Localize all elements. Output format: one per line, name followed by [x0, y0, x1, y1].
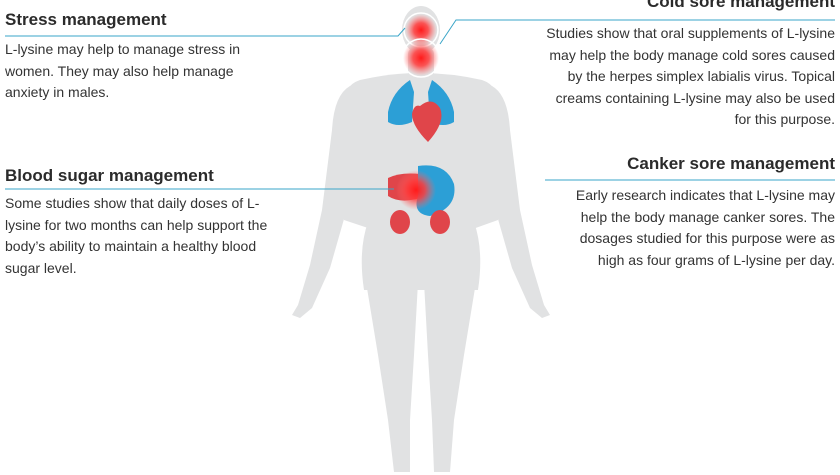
- right-kidney: [430, 210, 450, 234]
- highlight-markers: [396, 12, 441, 210]
- connector-lines: [5, 19, 835, 190]
- blood-sugar-body: Some studies show that daily doses of L-…: [5, 195, 268, 276]
- mouth-ring: [401, 38, 441, 78]
- abdomen-highlight: [396, 170, 436, 210]
- cold-sore-title: Cold sore management: [647, 0, 835, 11]
- head-highlight: [405, 14, 437, 46]
- mouth-highlight: [403, 40, 439, 76]
- cold-sore-body: Studies show that oral supplements of L-…: [546, 25, 835, 127]
- blood-sugar-title: Blood sugar management: [5, 166, 214, 185]
- heart: [412, 101, 442, 142]
- body-silhouette: [292, 6, 550, 472]
- stress-connector: [5, 27, 406, 37]
- left-lung: [388, 80, 414, 125]
- canker-sore-section: Canker sore management Early research in…: [535, 153, 835, 271]
- canker-sore-title: Canker sore management: [627, 154, 835, 173]
- stress-title: Stress management: [5, 10, 167, 29]
- blood-sugar-section: Blood sugar management Some studies show…: [5, 165, 295, 279]
- stress-section: Stress management L-lysine may help to m…: [5, 9, 290, 104]
- left-kidney: [390, 210, 410, 234]
- cold-sore-section: Cold sore management Studies show that o…: [535, 0, 835, 131]
- cold-sore-connector: [439, 19, 835, 45]
- canker-sore-body: Early research indicates that L-lysine m…: [575, 187, 835, 268]
- stress-body: L-lysine may help to manage stress in wo…: [5, 41, 240, 100]
